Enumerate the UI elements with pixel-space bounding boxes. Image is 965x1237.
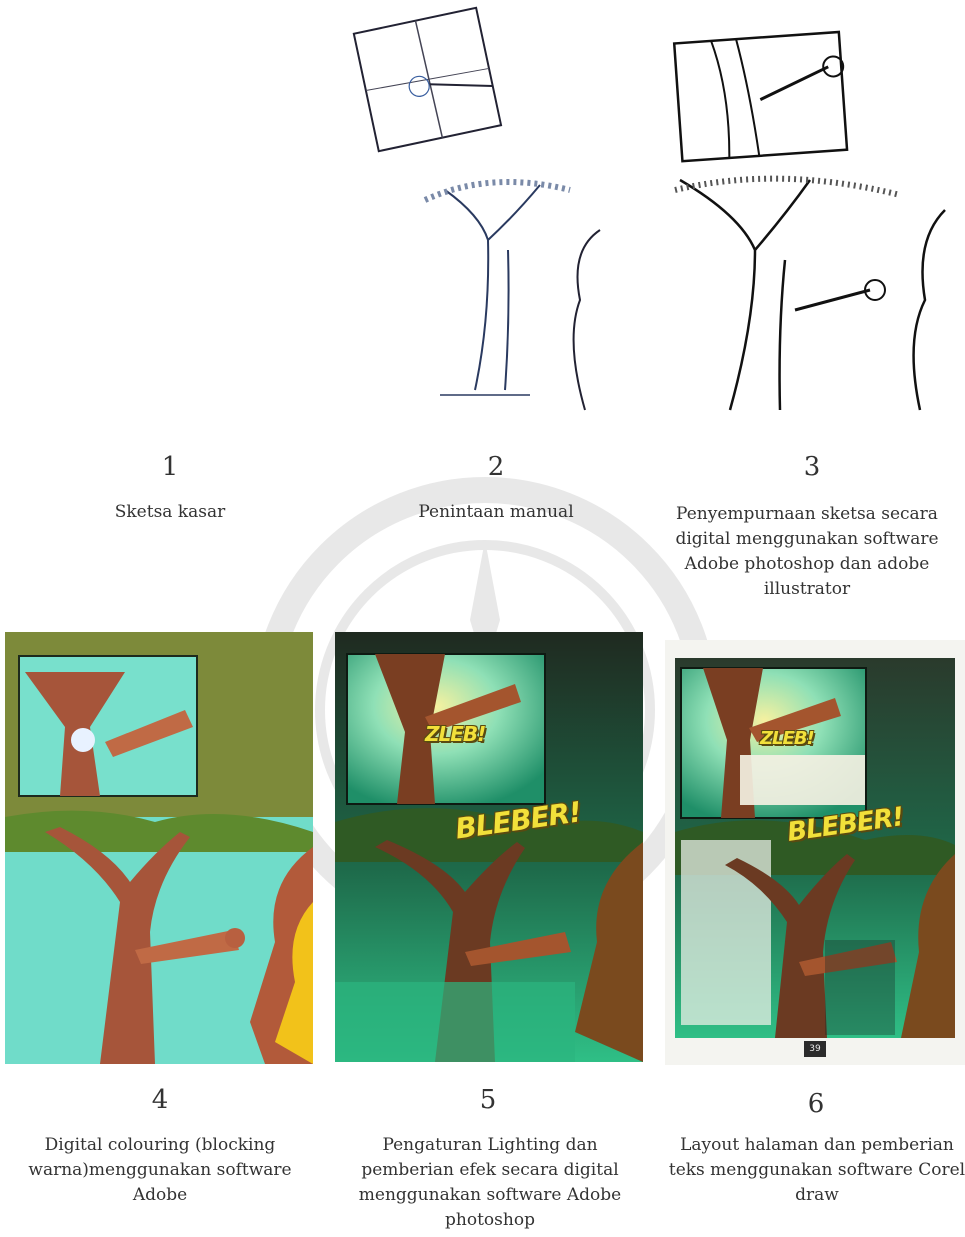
step-2-caption: Penintaan manual bbox=[341, 500, 651, 525]
sfx-zleb-layout: ZLEB! bbox=[760, 728, 814, 749]
panel-6-layout: ZLEB! BLEBER! bbox=[665, 640, 965, 1065]
step-4-caption: Digital colouring (blocking warna)menggu… bbox=[5, 1133, 315, 1208]
step-6-caption: Layout halaman dan pemberian teks menggu… bbox=[662, 1133, 965, 1208]
panel-4-flat-colouring bbox=[5, 632, 313, 1064]
page-number-badge: 39 bbox=[804, 1041, 826, 1057]
panel-2-inking bbox=[340, 0, 640, 420]
step-5-number: 5 bbox=[338, 1085, 638, 1115]
step-3-caption: Penyempurnaan sketsa secara digital meng… bbox=[652, 502, 962, 602]
step-2-number: 2 bbox=[346, 452, 646, 482]
step-5-caption: Pengaturan Lighting dan pemberian efek s… bbox=[335, 1133, 645, 1233]
step-1-number: 1 bbox=[20, 452, 320, 482]
step-4-number: 4 bbox=[10, 1085, 310, 1115]
step-3-number: 3 bbox=[662, 452, 962, 482]
sfx-zleb: ZLEB! bbox=[425, 722, 485, 746]
step-6-number: 6 bbox=[666, 1089, 965, 1119]
panel-3-digital-sketch bbox=[660, 0, 965, 420]
panel-5-lighting: ZLEB! BLEBER! bbox=[335, 632, 643, 1062]
step-1-caption: Sketsa kasar bbox=[15, 500, 325, 525]
